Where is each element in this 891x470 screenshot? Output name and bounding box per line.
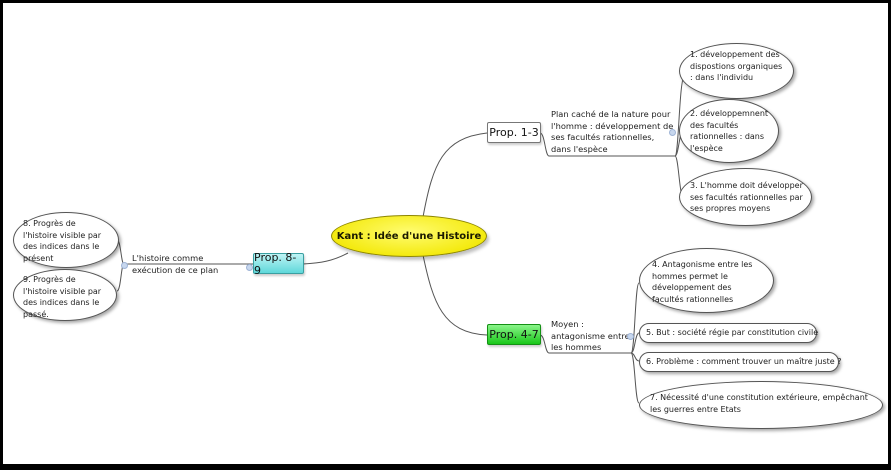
topic-prop-4-7[interactable]: Prop. 4-7 (487, 324, 541, 345)
prop-1-3-summary[interactable]: Plan caché de la nature pour l'homme : d… (551, 109, 674, 154)
prop-4-7-summary[interactable]: Moyen : antagonisme entre les hommes (551, 319, 630, 352)
note-bubble-9[interactable]: 9. Progrès de l'histoire visible par des… (13, 269, 117, 321)
note-bubble-5[interactable]: 5. But : société régie par constitution … (639, 323, 819, 343)
note-bubble-7[interactable]: 7. Nécessité d'une constitution extérieu… (639, 381, 883, 429)
prop-8-9-summary[interactable]: L'histoire comme exécution de ce plan (132, 253, 219, 275)
collapse-dot-icon[interactable] (669, 129, 676, 136)
collapse-dot-icon[interactable] (121, 262, 128, 269)
note-3-text: 3. L'homme doit développer ses facultés … (690, 181, 803, 213)
note-9-text: 9. Progrès de l'histoire visible par des… (23, 275, 102, 319)
topic-prop-1-3-label: Prop. 1-3 (489, 126, 539, 139)
note-6-text: 6. Problème : comment trouver un maître … (646, 357, 842, 366)
note-5-text: 5. But : société régie par constitution … (646, 328, 819, 337)
collapse-dot-icon[interactable] (246, 264, 253, 271)
central-topic-label: Kant : Idée d'une Histoire (336, 230, 482, 242)
topic-prop-4-7-label: Prop. 4-7 (489, 328, 539, 341)
note-7-text: 7. Nécessité d'une constitution extérieu… (650, 393, 868, 414)
topic-prop-8-9[interactable]: Prop. 8-9 (253, 250, 304, 277)
note-2-text: 2. développemnent des facultés rationnel… (690, 109, 769, 153)
central-topic[interactable]: Kant : Idée d'une Histoire (331, 215, 487, 257)
note-bubble-3[interactable]: 3. L'homme doit développer ses facultés … (679, 168, 812, 226)
note-bubble-8[interactable]: 8. Progrès de l'histoire visible par des… (13, 212, 119, 268)
note-bubble-2[interactable]: 2. développemnent des facultés rationnel… (679, 99, 779, 163)
note-bubble-1[interactable]: 1. développement des dispostions organiq… (679, 43, 794, 99)
collapse-dot-icon[interactable] (627, 333, 634, 340)
topic-prop-1-3[interactable]: Prop. 1-3 (487, 122, 541, 143)
note-bubble-6[interactable]: 6. Problème : comment trouver un maître … (639, 352, 842, 372)
note-4-text: 4. Antagonisme entre les hommes permet l… (652, 260, 753, 304)
note-bubble-4[interactable]: 4. Antagonisme entre les hommes permet l… (639, 248, 774, 313)
topic-prop-8-9-label: Prop. 8-9 (254, 250, 297, 277)
note-8-text: 8. Progrès de l'histoire visible par des… (23, 219, 102, 263)
note-1-text: 1. développement des dispostions organiq… (690, 50, 783, 82)
